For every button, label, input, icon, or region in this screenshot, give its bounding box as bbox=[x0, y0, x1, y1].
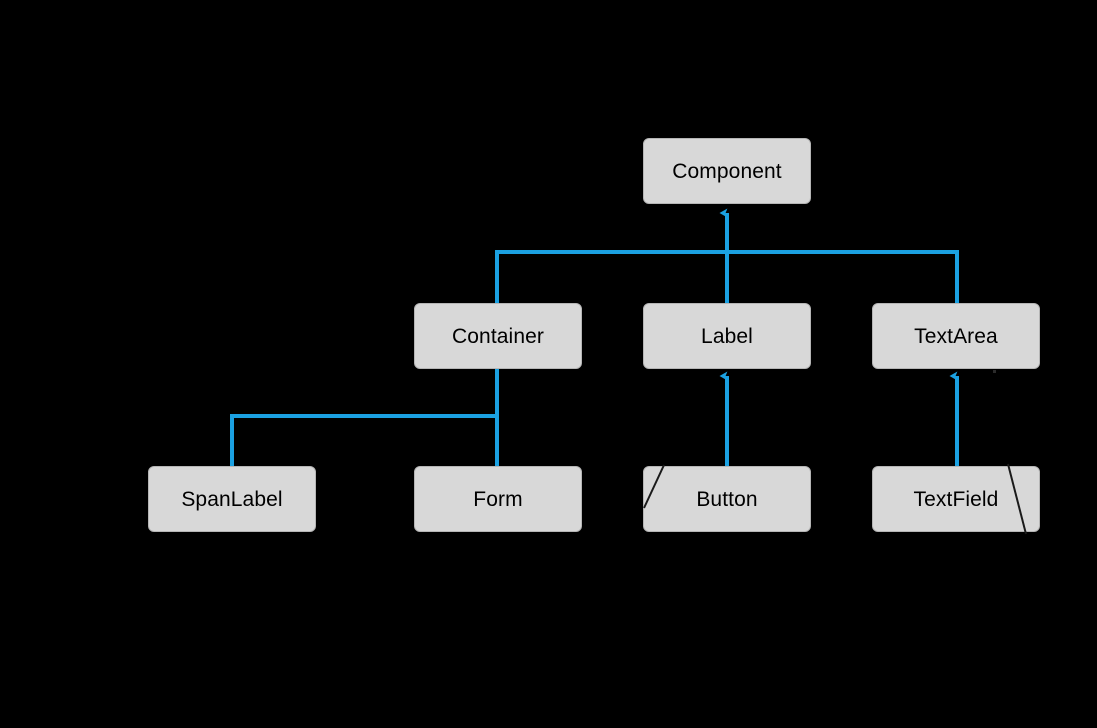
node-spanlabel[interactable]: SpanLabel bbox=[148, 466, 316, 532]
node-textarea-label: TextArea bbox=[914, 324, 998, 348]
node-spanlabel-label: SpanLabel bbox=[181, 487, 283, 511]
node-component[interactable]: Component bbox=[643, 138, 811, 204]
node-component-label: Component bbox=[672, 159, 782, 183]
node-textarea[interactable]: TextArea bbox=[872, 303, 1040, 369]
node-form-label: Form bbox=[473, 487, 523, 511]
node-textfield[interactable]: TextField bbox=[872, 466, 1040, 532]
edge-container-to-component bbox=[495, 250, 727, 303]
node-button-label: Button bbox=[696, 487, 758, 511]
node-form[interactable]: Form bbox=[414, 466, 582, 532]
node-button[interactable]: Button bbox=[643, 466, 811, 532]
node-label-label: Label bbox=[701, 324, 753, 348]
node-textfield-label: TextField bbox=[913, 487, 999, 511]
node-container[interactable]: Container bbox=[414, 303, 582, 369]
edge-spanlabel-to-container bbox=[230, 414, 497, 466]
stray-dot-near-textarea bbox=[993, 370, 996, 373]
node-label[interactable]: Label bbox=[643, 303, 811, 369]
node-container-label: Container bbox=[452, 324, 544, 348]
edge-textarea-to-component bbox=[727, 250, 959, 303]
